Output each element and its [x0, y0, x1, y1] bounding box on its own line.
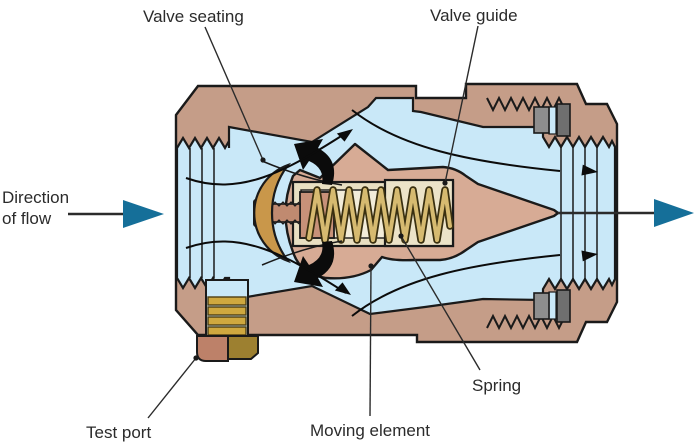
seal-washer [533, 106, 550, 134]
seal-washer [556, 289, 571, 323]
leader-dots [193, 157, 448, 361]
outlet-seals [533, 103, 571, 323]
deflection-arrow-top [294, 139, 335, 185]
label-valve-seating: Valve seating [143, 7, 244, 26]
deflection-arrows [294, 139, 335, 287]
flow-arrow-left-icon [123, 200, 164, 228]
label-spring: Spring [472, 376, 521, 395]
leader-lines [147, 25, 481, 419]
test-port-assembly [196, 279, 259, 362]
seal-washer [533, 292, 550, 320]
inlet-thread-lines [189, 148, 215, 278]
label-test-port: Test port [86, 423, 151, 442]
internal-flow-arrowheads [334, 129, 598, 295]
spring-coil [305, 186, 454, 244]
flow-direction-outlet [558, 199, 694, 227]
flow-arrow-right-icon [654, 199, 694, 227]
label-direction-line1: Direction [2, 188, 69, 207]
label-moving-element: Moving element [310, 421, 430, 440]
test-port-plug-hex [227, 335, 259, 360]
seat-lines [261, 160, 343, 266]
test-port-threads [207, 296, 247, 336]
label-direction-line2: of flow [2, 209, 52, 228]
seal-washer [556, 103, 571, 137]
flow-direction-inlet [68, 200, 164, 228]
label-valve-guide: Valve guide [430, 6, 518, 25]
deflection-arrow-bottom [294, 241, 335, 287]
test-port-plug-copper [196, 335, 229, 362]
